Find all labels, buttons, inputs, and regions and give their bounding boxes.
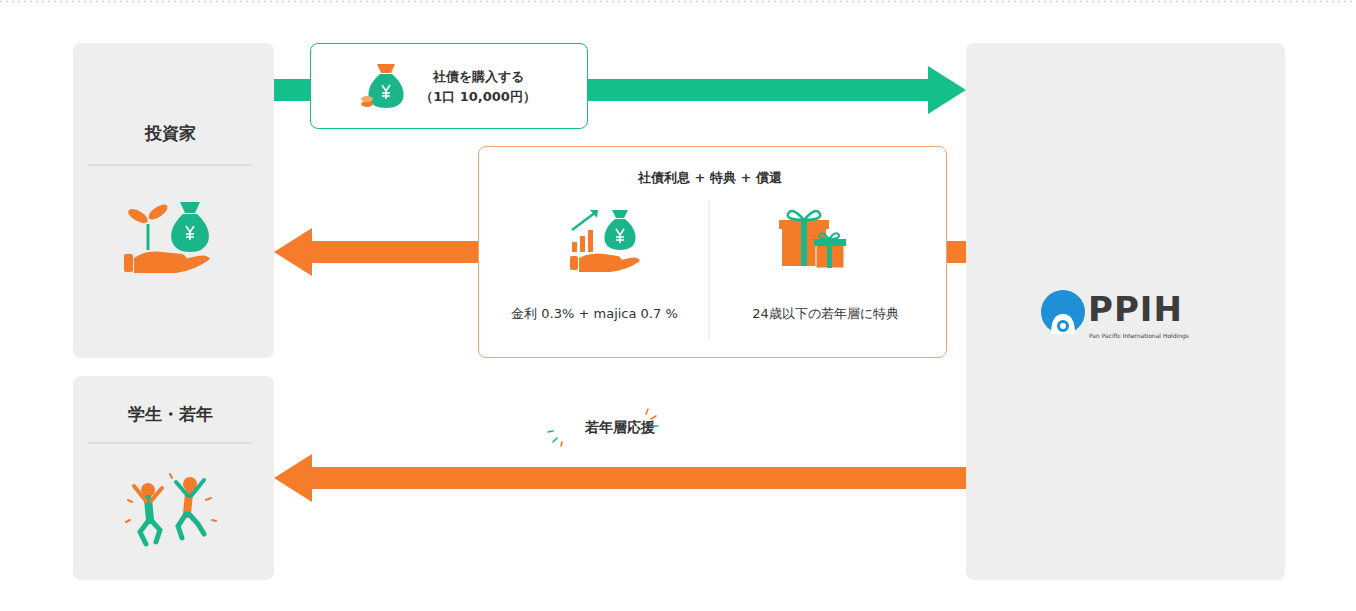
- arrow-shaft: [311, 467, 966, 489]
- return-arrow: [274, 228, 478, 276]
- arrow-shaft: [311, 241, 478, 263]
- arrow-shaft: [947, 241, 966, 263]
- purchase-arrow: [274, 90, 310, 91]
- company-panel: PPIH Pan Pacific International Holdings: [966, 43, 1285, 580]
- interest-icon: [570, 210, 640, 272]
- text-holder: Pan Pacific International Holdings: [1089, 332, 1269, 339]
- students-panel: 学生・若年: [73, 376, 274, 580]
- purchase-box: 社債を購入する （1口 10,000円）: [310, 43, 588, 129]
- arrow-head: [274, 228, 312, 276]
- arrow-shaft: [588, 79, 929, 101]
- divider: [88, 443, 252, 444]
- benefit-text: 24歳以下の若年層に特典: [710, 306, 941, 322]
- panel-title: 学生・若年: [73, 404, 268, 424]
- ppih-logo-mark: [1041, 290, 1085, 334]
- edge-label-holder: 若年層応援: [582, 418, 658, 438]
- text-holder: 24歳以下の若年層に特典: [710, 306, 941, 322]
- purchase-arrow: [588, 66, 966, 114]
- support-arrow: [274, 454, 966, 502]
- investor-panel: 投資家: [73, 43, 274, 358]
- return-arrow: [947, 252, 966, 253]
- text-holder: 社債利息 + 特典 + 償還: [479, 170, 941, 186]
- text-holder: PPIH: [1088, 289, 1268, 330]
- divider: [709, 200, 710, 340]
- arrow-shaft: [274, 79, 310, 101]
- company-full-name: Pan Pacific International Holdings: [1089, 332, 1269, 339]
- return-title: 社債利息 + 特典 + 償還: [479, 170, 941, 186]
- sparkle-marks: [548, 409, 658, 446]
- divider: [88, 165, 252, 166]
- edge-label: 若年層応援: [582, 418, 658, 438]
- text-holder: 社債を購入する （1口 10,000円）: [419, 67, 537, 107]
- students-icon: [126, 474, 216, 544]
- dotted-rule: [0, 1, 1356, 3]
- text-holder: 金利 0.3% + majica 0.7 %: [479, 306, 710, 322]
- arrow-head: [274, 454, 312, 502]
- gift-icon: [779, 211, 846, 268]
- text-holder: 投資家: [73, 123, 268, 143]
- investor-icon: [124, 202, 210, 273]
- bond-bag-icon: [361, 64, 404, 108]
- text-holder: 学生・若年: [73, 404, 268, 424]
- interest-text: 金利 0.3% + majica 0.7 %: [479, 306, 710, 322]
- company-logo-text: PPIH: [1088, 289, 1268, 330]
- return-box: 社債利息 + 特典 + 償還金利 0.3% + majica 0.7 %24歳以…: [478, 146, 947, 358]
- panel-title: 投資家: [73, 123, 268, 143]
- purchase-text: 社債を購入する （1口 10,000円）: [419, 67, 537, 107]
- arrow-head: [928, 66, 966, 114]
